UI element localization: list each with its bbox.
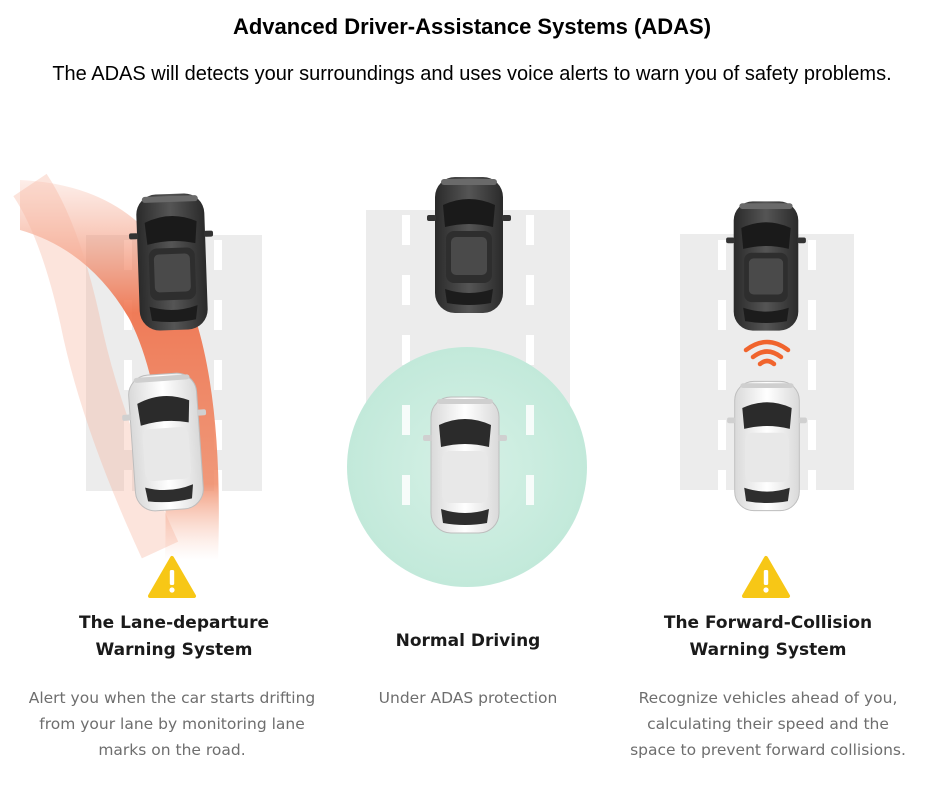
normal-driving-title: Normal Driving — [395, 631, 541, 651]
car-own-white — [422, 396, 508, 534]
wireless-signal-icon — [743, 339, 791, 367]
normal-driving-description: Under ADAS protection — [378, 689, 558, 707]
lane-markings — [718, 240, 816, 490]
lane-departure-description: Alert you when the car starts drifting f… — [28, 689, 316, 759]
normal-driving-illustration — [347, 177, 587, 587]
warning-triangle-icon — [742, 556, 790, 598]
forward-collision-description: Recognize vehicles ahead of you, calcula… — [630, 689, 906, 759]
page-subtitle: The ADAS will detects your surroundings … — [52, 63, 892, 85]
lane-markings — [402, 215, 534, 365]
lane-departure-title: The Lane-departure Warning System — [78, 613, 269, 660]
car-ahead-dark — [427, 177, 511, 313]
warning-triangle-icon — [148, 556, 196, 598]
car-ahead-dark — [726, 201, 806, 331]
car-own-white — [726, 380, 808, 512]
car-ahead-dark — [127, 192, 217, 332]
forward-collision-illustration — [680, 201, 854, 598]
lane-departure-illustration — [13, 173, 262, 598]
forward-collision-title: The Forward-Collision Warning System — [663, 613, 873, 660]
page-title: Advanced Driver-Assistance Systems (ADAS… — [232, 14, 712, 39]
